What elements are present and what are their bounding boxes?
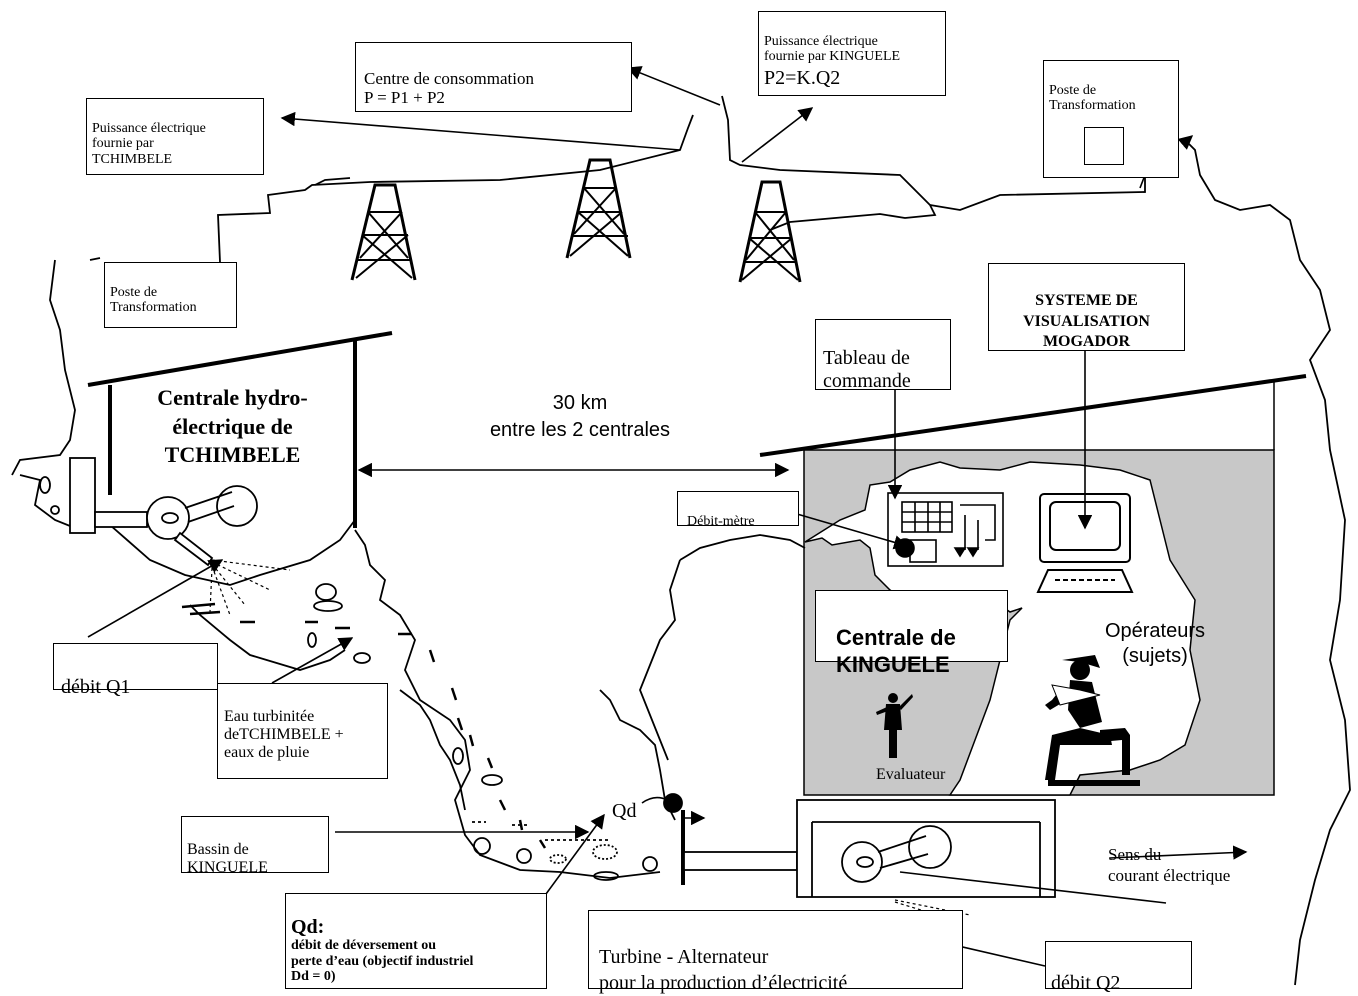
pylon-2 [565,158,632,259]
mogador-system-box: SYSTEME DE VISUALISATION MOGADOR [988,263,1185,351]
control-board-box: Tableau de commande [815,319,951,392]
turbined-water-label: Eau turbinitée deTCHIMBELE + eaux de plu… [224,707,344,761]
kinguele-plant-label: Centrale de KINGUELE [836,625,956,677]
flow-q1-label: débit Q1 [61,676,131,699]
transformer-square-icon [1084,127,1124,165]
terrain-contour [11,139,1351,986]
left-transformer-label: Poste de Transformation [110,284,197,316]
operators-label: Opérateurs (sujets) [1104,620,1206,667]
right-transformer-label: Poste de Transformation [1049,82,1136,114]
distance-label: 30 km entre les 2 centrales [489,392,671,441]
tchimbele-building [87,331,393,528]
control-panel-icon [887,492,1004,567]
basin-label: Bassin de KINGUELE [187,840,268,876]
pylon-1 [350,183,417,281]
consumption-center-label: Centre de consommation P = P1 + P2 [364,69,534,108]
basin-box: Bassin de KINGUELE [181,816,329,876]
flow-q2-box: débit Q2 [1045,941,1192,994]
control-board-label: Tableau de commande [823,347,911,392]
right-transformer-box: Poste de Transformation [1043,60,1179,178]
tchimbele-plant-label: Centrale hydro- électrique de TCHIMBELE [157,385,308,468]
left-transformer-box: Poste de Transformation [104,262,237,328]
control-room-area [759,374,1307,796]
turbine-alternator-label: Turbine - Alternateur pour la production… [599,946,848,994]
qd-definition-box: Qd: débit de déversement ou perte d’eau … [285,893,547,989]
kinguele-power-label: Puissance électrique fournie par KINGUEL… [764,33,901,65]
p2-formula: P2=K.Q2 [764,67,841,90]
current-direction-label: Sens du courant électrique [1108,845,1231,886]
qd-definition-text: débit de déversement ou perte d’eau (obj… [291,938,474,985]
tchimbele-turbine [39,457,291,616]
operator-figure [1045,655,1140,786]
flow-q1-box: débit Q1 [53,643,218,698]
power-lines [217,95,1146,263]
consumption-center-box: Centre de consommation P = P1 + P2 [355,42,632,112]
water-marks [181,583,547,849]
connector-arrows [87,66,1248,967]
mogador-system-label: SYSTEME DE VISUALISATION MOGADOR [1023,291,1150,351]
tchimbele-power-box: Puissance électrique fournie par TCHIMBE… [86,98,264,175]
qd-definition-title: Qd: [291,915,325,938]
turbined-water-box: Eau turbinitée deTCHIMBELE + eaux de plu… [217,683,388,779]
kinguele-turbine-house [683,799,1056,923]
pylon-3 [738,180,802,283]
kinguele-power-box: Puissance électrique fournie par KINGUEL… [758,11,946,96]
turbine-alternator-box: Turbine - Alternateur pour la production… [588,910,963,994]
evaluator-figure [876,693,913,758]
kinguele-plant-box: Centrale de KINGUELE [815,590,1008,677]
evaluator-label: Evaluateur [876,766,946,783]
flow-q2-label: débit Q2 [1051,972,1121,995]
qd-label: Qd [612,800,637,822]
flowmeter-box: Débit-mètre [677,491,799,529]
flowmeter-label: Débit-mètre [687,513,755,529]
tchimbele-power-label: Puissance électrique fournie par TCHIMBE… [92,120,206,168]
bassin-shapes [472,793,685,885]
